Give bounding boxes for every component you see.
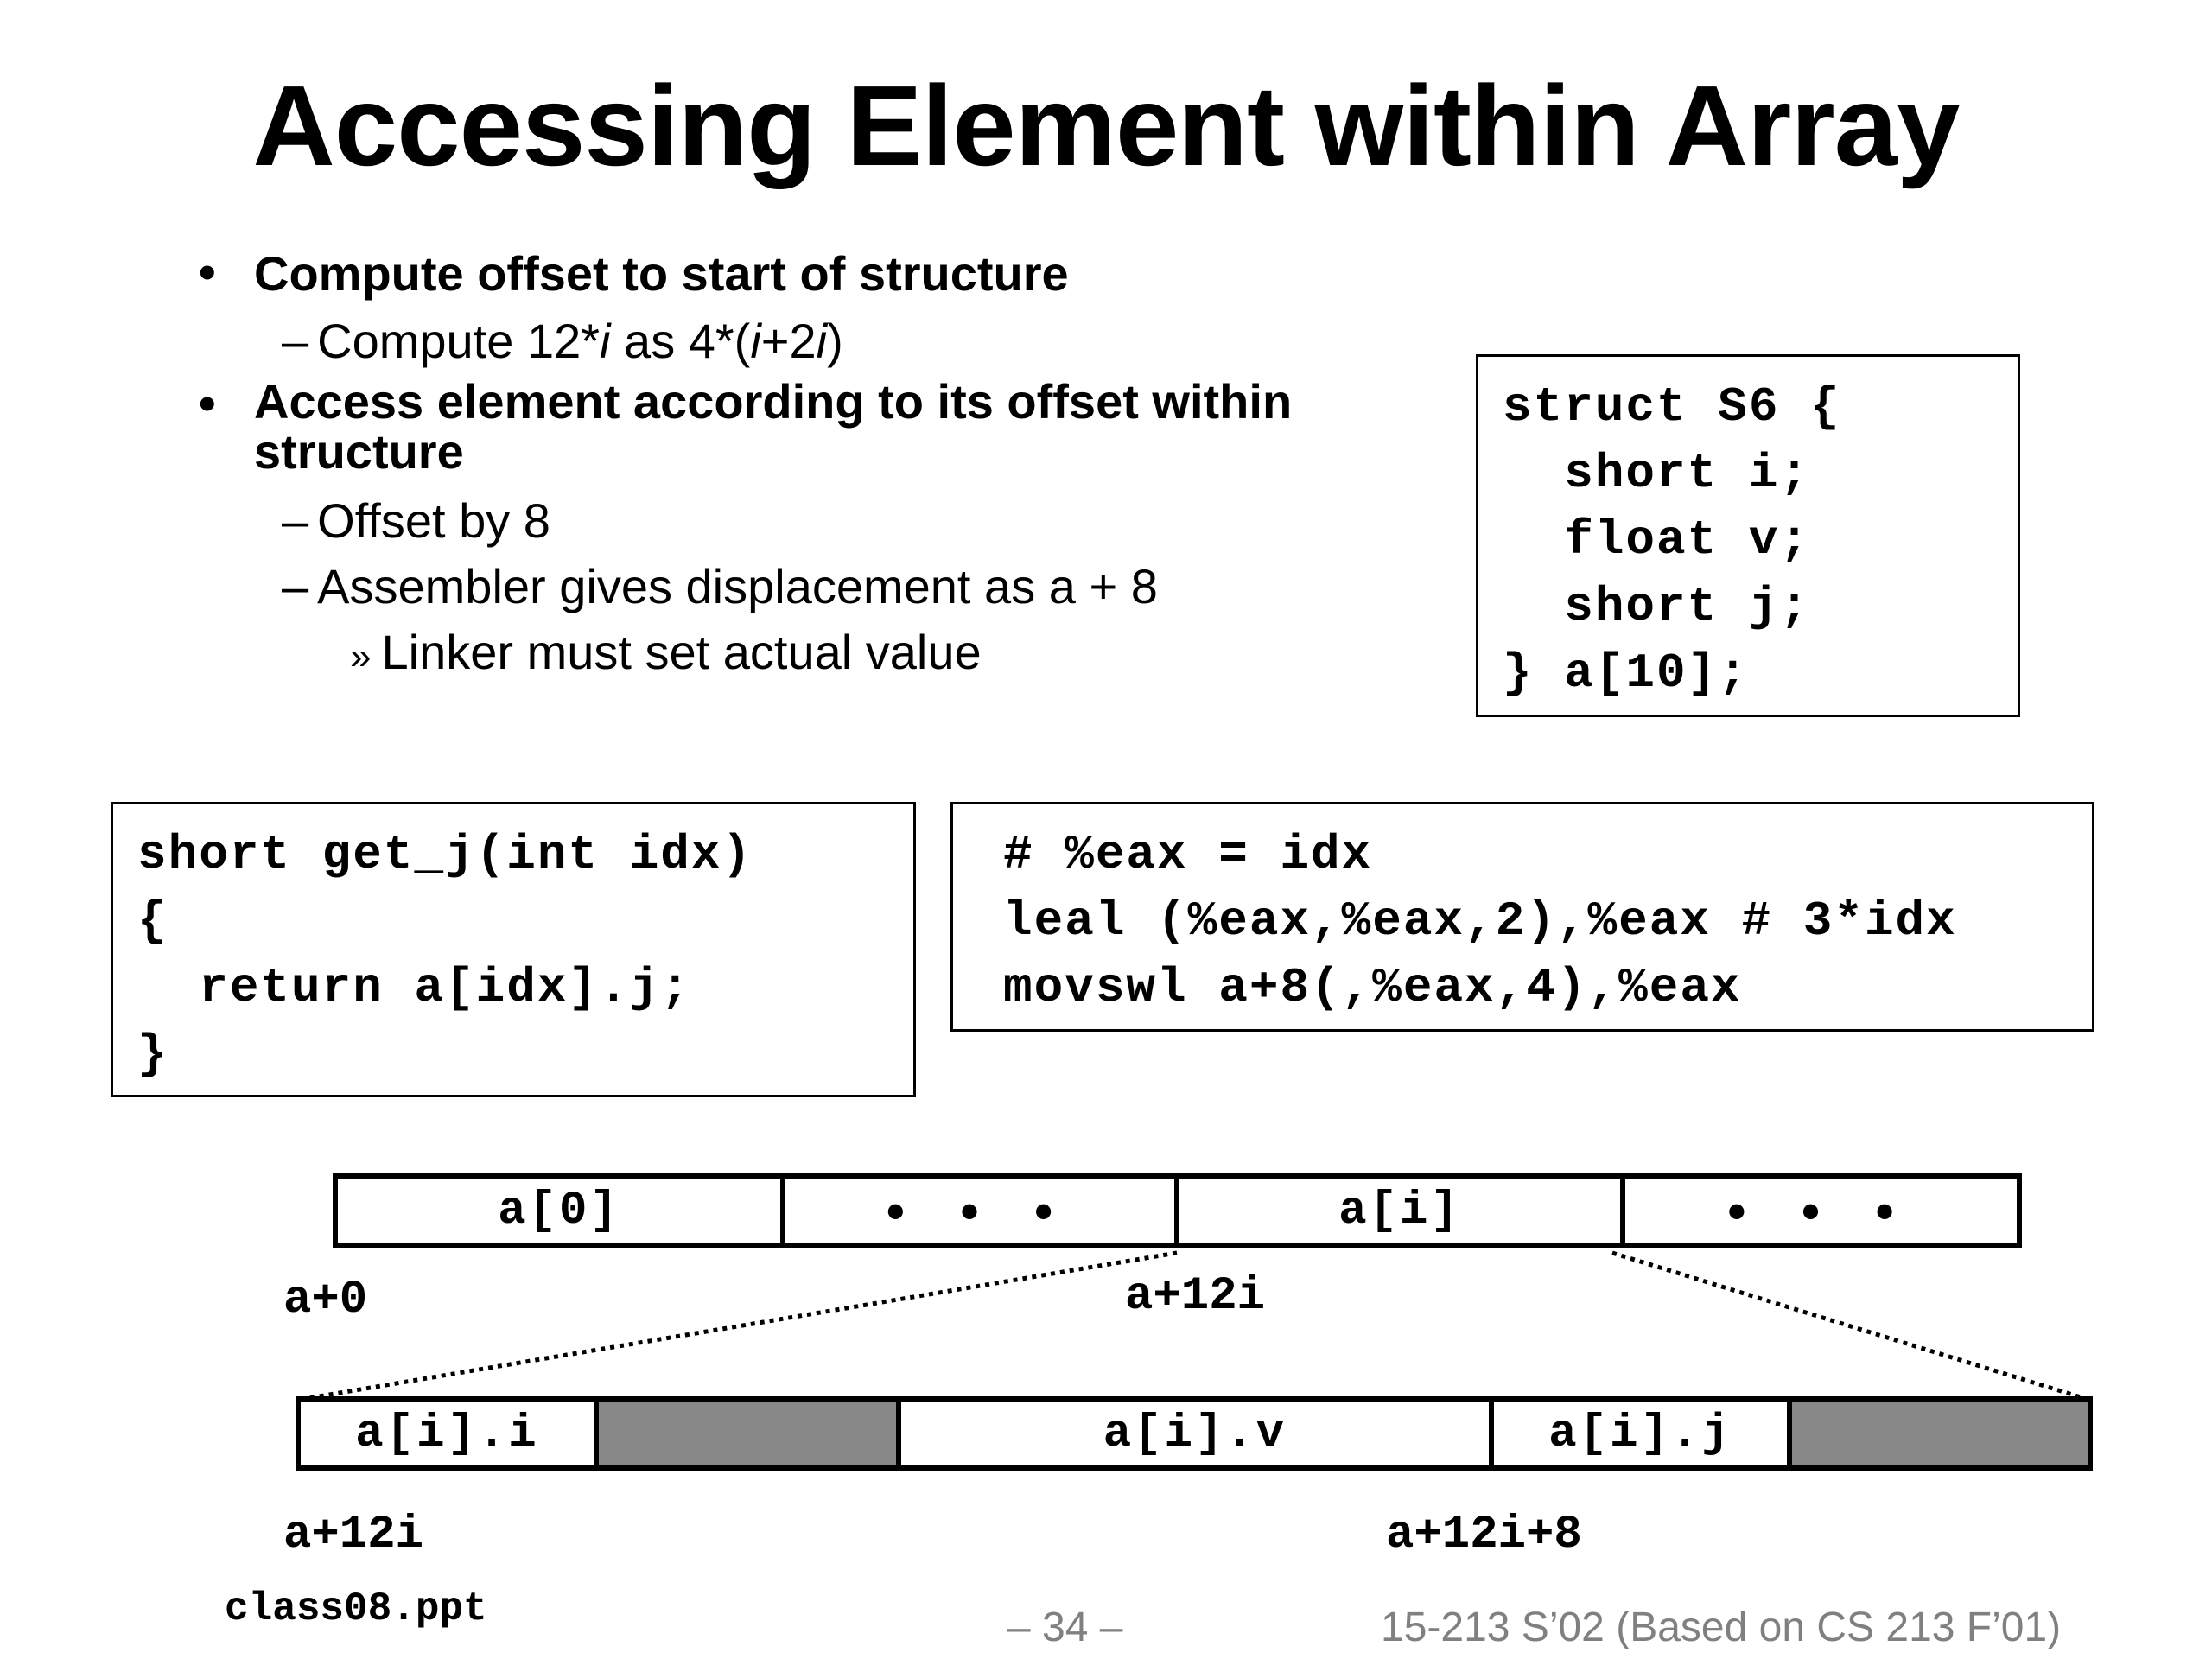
bullet-dot: •	[199, 245, 216, 299]
array-cell-a0: a[0]	[338, 1179, 785, 1243]
sub-bullet-compute-12i: –Compute 12*i as 4*(i+2i)	[282, 314, 843, 368]
field-cell-j: a[i].j	[1494, 1402, 1792, 1465]
code-line: }	[137, 1027, 168, 1082]
code-line: leal (%eax,%eax,2),%eax # 3*idx	[1003, 893, 1957, 949]
code-line: } a[10];	[1503, 645, 1749, 701]
code-line: short i;	[1503, 446, 1811, 501]
bullet-dot: •	[199, 376, 216, 430]
element-layout-bar: a[i].i a[i].v a[i].j	[296, 1396, 2093, 1471]
code-line: short j;	[1503, 579, 1811, 634]
address-label-a12i8: a+12i+8	[1386, 1509, 1582, 1561]
field-cell-v: a[i].v	[901, 1402, 1494, 1465]
address-label-a12i-top: a+12i	[1125, 1270, 1266, 1323]
array-cell-ellipsis: • • •	[785, 1179, 1179, 1243]
field-cell-i: a[i].i	[301, 1402, 599, 1465]
array-layout-bar: a[0] • • • a[i] • • •	[333, 1173, 2022, 1248]
slide-title: Accessing Element within Array	[252, 62, 1960, 189]
sub-sub-bullet-linker: »Linker must set actual value	[350, 625, 982, 679]
code-line: struct S6 {	[1503, 379, 1841, 435]
function-code-box: short get_j(int idx) { return a[idx].j; …	[111, 802, 916, 1097]
chevron-marker: »	[350, 635, 372, 677]
sub-bullet-assembler-displacement: –Assembler gives displacement as a + 8	[282, 559, 1158, 613]
dash-marker: –	[282, 493, 309, 548]
address-label-a0: a+0	[283, 1274, 368, 1326]
address-label-a12i-bottom: a+12i	[283, 1509, 424, 1561]
padding-cell	[1792, 1402, 2088, 1465]
sub-bullet-offset-by-8: –Offset by 8	[282, 493, 550, 548]
zoom-line-right	[1611, 1250, 2090, 1402]
code-line: float v;	[1503, 512, 1811, 568]
padding-cell	[599, 1402, 901, 1465]
code-line: {	[137, 893, 168, 949]
bullet-compute-offset: Compute offset to start of structure	[254, 246, 1069, 301]
code-line: movswl a+8(,%eax,4),%eax	[1003, 960, 1742, 1015]
footer-page-number: – 34 –	[1007, 1605, 1123, 1650]
footer-course: 15-213 S’02 (Based on CS 213 F’01)	[1381, 1605, 2062, 1650]
dash-marker: –	[282, 314, 309, 368]
code-line: return a[idx].j;	[137, 960, 691, 1015]
array-cell-ai: a[i]	[1179, 1179, 1625, 1243]
zoom-line-left	[297, 1250, 1178, 1402]
struct-code-box: struct S6 { short i; float v; short j; }…	[1476, 354, 2020, 717]
bullet-access-element: Access element according to its offset w…	[254, 374, 1293, 479]
code-line: # %eax = idx	[1003, 827, 1373, 882]
footer-filename: class08.ppt	[225, 1586, 487, 1631]
assembly-code-box: # %eax = idx leal (%eax,%eax,2),%eax # 3…	[950, 802, 2094, 1032]
array-cell-ellipsis: • • •	[1727, 1181, 1915, 1240]
dash-marker: –	[282, 559, 309, 613]
code-line: short get_j(int idx)	[137, 827, 753, 882]
